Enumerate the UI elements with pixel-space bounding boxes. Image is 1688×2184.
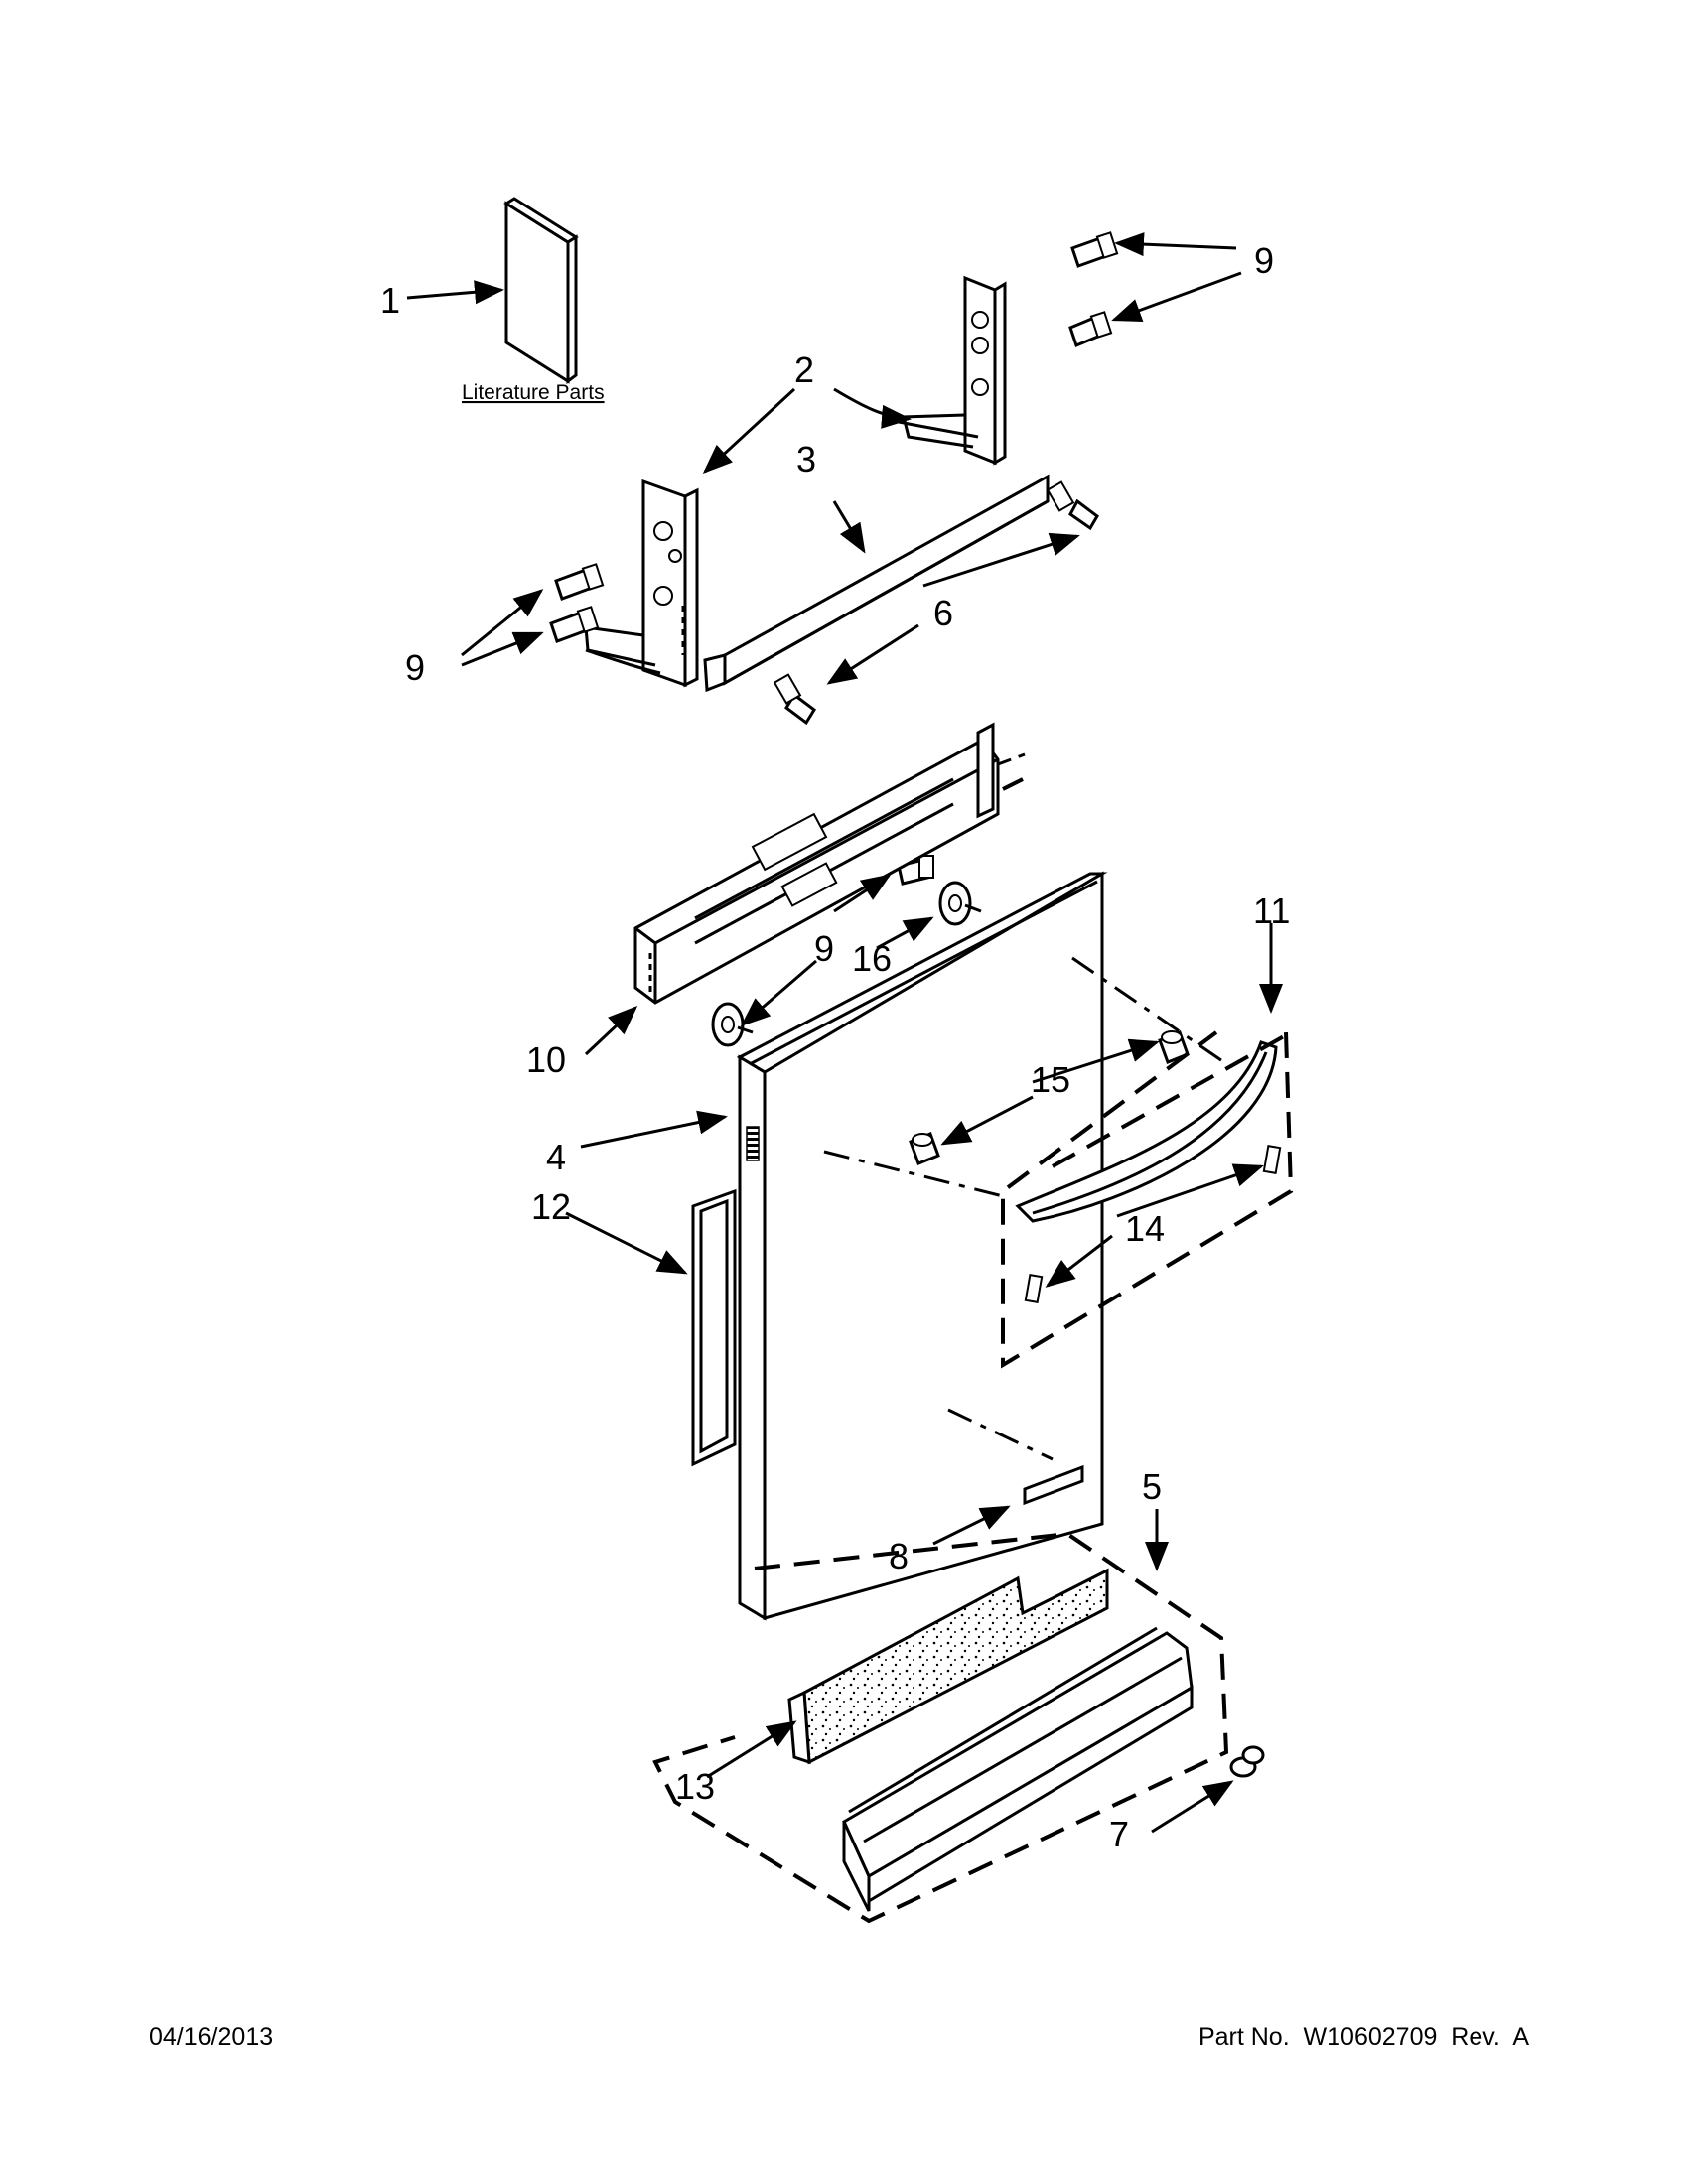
callout-1: 1 [380,280,400,321]
screw-6-right [1046,480,1099,531]
screw-9-left-a [554,563,605,601]
toe-panel-screws [1229,1745,1265,1778]
callout-3: 3 [796,439,816,479]
handle-pin-right [1262,1144,1282,1175]
footer-part-number: Part No. W10602709 Rev. A [1198,2023,1529,2051]
top-channel [703,474,1050,693]
callout-14: 14 [1125,1208,1165,1249]
literature-parts-caption: Literature Parts [462,381,605,404]
callout-9-left: 9 [405,647,425,688]
control-console [633,722,1024,1005]
callout-11: 11 [1253,890,1290,931]
door-gasket [691,1188,737,1467]
callout-5: 5 [1142,1466,1162,1507]
door-bumper-right [938,881,982,926]
handle-pin-left [1024,1273,1044,1304]
screw-9-top-b [1068,311,1113,348]
callout-9-middle: 9 [814,928,834,969]
callout-8: 8 [889,1536,909,1576]
logo-badge [1023,1464,1084,1506]
screw-9-top-a [1070,231,1119,268]
handle-assembly-box [1001,1030,1294,1369]
handle-endcap-lower [909,1132,940,1165]
outer-door-panel [736,871,1108,1621]
screw-6-left [773,673,816,726]
right-hinge-bracket [898,275,1007,466]
screw-9-left-b [549,606,600,643]
toe-panel-assembly-box [652,1531,1229,1924]
literature-booklet [503,197,579,384]
callout-2: 2 [794,349,814,390]
door-handle [1015,1040,1278,1223]
leader-arrows [406,232,1283,1834]
callout-10: 10 [526,1039,566,1080]
callout-9-top: 9 [1254,240,1274,281]
callout-16: 16 [852,938,892,979]
callout-4: 4 [546,1137,566,1177]
toe-panel [842,1626,1194,1912]
callout-7: 7 [1109,1814,1129,1854]
left-hinge-bracket [584,478,699,688]
callout-13: 13 [675,1766,715,1807]
alignment-lines [823,752,1232,1461]
callout-6: 6 [933,593,953,633]
callout-15: 15 [1031,1059,1070,1100]
screw-9-middle [897,855,934,886]
footer-date: 04/16/2013 [149,2023,273,2051]
callout-12: 12 [531,1186,571,1227]
door-bumper-left [711,1002,754,1047]
